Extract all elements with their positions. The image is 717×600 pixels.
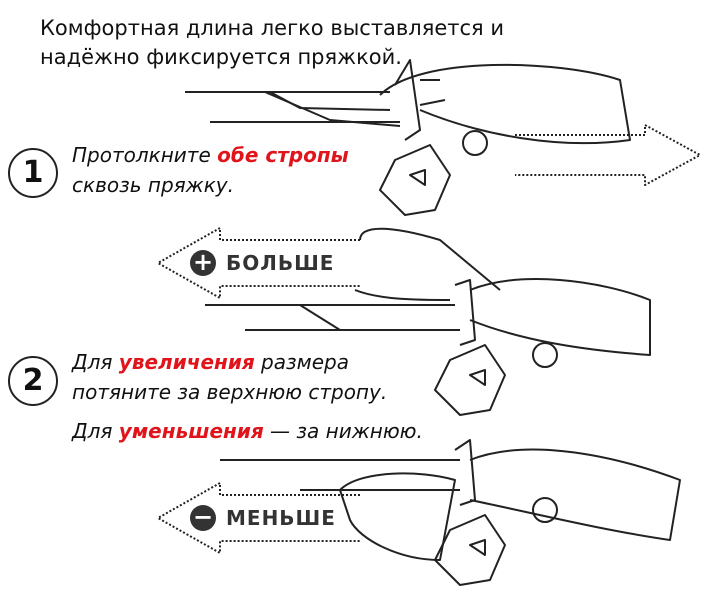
plus-icon: +	[190, 250, 216, 276]
step-2-number: 2	[8, 356, 58, 406]
step-2-line-1: Для увеличения размера	[72, 350, 349, 374]
step-1-line-2: сквозь пряжку.	[72, 173, 234, 197]
step-1-line-1: Протолкните обе стропы	[72, 143, 349, 167]
buckle-2	[205, 227, 651, 416]
step-1-number: 1	[8, 148, 58, 198]
step-1-emphasis: обе стропы	[217, 143, 349, 167]
minus-icon: −	[190, 505, 216, 531]
less-label: МЕНЬШЕ	[226, 506, 336, 530]
push-arrow	[515, 124, 701, 186]
buckle-1	[185, 59, 631, 216]
intro-text: Комфортная длина легко выставляется и на…	[40, 16, 505, 69]
less-arrow	[157, 482, 360, 554]
step-2-line-3: Для уменьшения — за нижнюю.	[72, 419, 423, 443]
decrease-emphasis: уменьшения	[118, 419, 264, 443]
more-arrow	[157, 227, 360, 299]
buckle-3	[220, 439, 681, 586]
increase-emphasis: увеличения	[118, 350, 255, 374]
step-2-line-2: потяните за верхнюю стропу.	[72, 380, 388, 404]
more-label: БОЛЬШЕ	[226, 251, 335, 275]
